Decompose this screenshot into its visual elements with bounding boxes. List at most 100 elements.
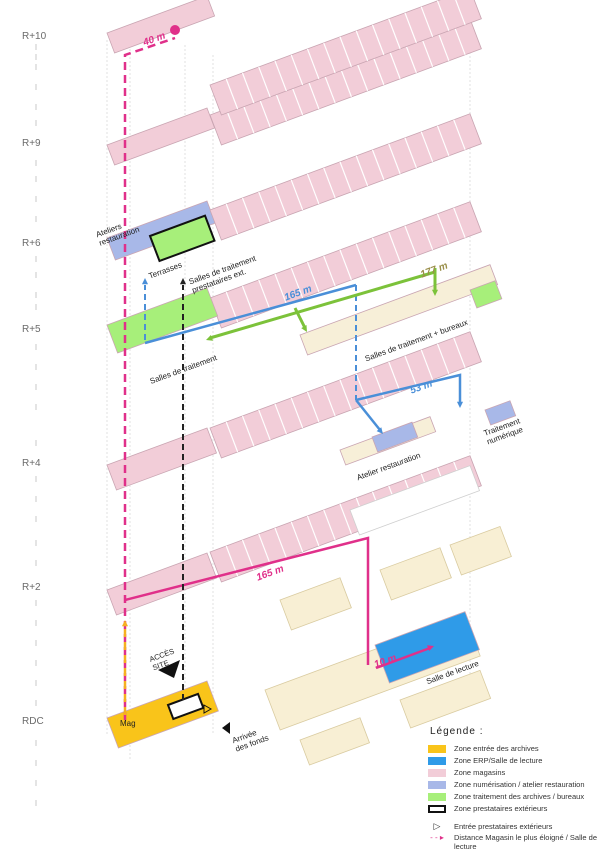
route-blue-53 [355, 373, 462, 402]
bay-divider [274, 403, 287, 435]
bay-divider [388, 231, 401, 263]
legend-label: Zone prestataires extérieurs [454, 804, 548, 813]
legend-label: Zone magasins [454, 768, 506, 777]
legend-title: Légende : [430, 726, 484, 737]
bay-divider [371, 149, 385, 181]
route-black-arrowhead [179, 278, 187, 285]
bay-divider [306, 173, 320, 205]
bay-divider [388, 361, 401, 393]
bay-divider [371, 237, 385, 269]
bay-divider [404, 12, 417, 44]
bay-divider [420, 219, 434, 251]
bay-divider [323, 72, 336, 104]
legend-item: Zone prestataires extérieurs [428, 803, 598, 814]
level-label-rdc: RDC [22, 716, 44, 727]
bay-divider [306, 391, 320, 423]
dashed-arrow-icon: - - ▸ [430, 833, 444, 842]
level-label-r6: R+6 [22, 238, 41, 249]
legend-label: Zone ERP/Salle de lecture [454, 756, 543, 765]
bay-divider [339, 66, 352, 98]
bay-divider [436, 343, 450, 375]
level-label-r5: R+5 [22, 324, 41, 335]
bay-divider [453, 337, 466, 369]
bay-divider [323, 42, 336, 74]
route-blue-53-arrowhead [456, 401, 464, 408]
bay-divider [274, 90, 287, 122]
bay-divider [420, 6, 434, 38]
bay-divider [404, 42, 417, 74]
slab-r4 [106, 427, 218, 491]
bay-divider [404, 225, 417, 257]
slab-r5-west [106, 287, 219, 354]
bay-divider [371, 54, 385, 86]
legend-item: ▷Entrée prestataires extérieurs [428, 821, 598, 832]
bay-divider [225, 78, 239, 110]
legend-item: Zone numérisation / atelier restauration [428, 779, 598, 790]
legend-label: Distance Magasin le plus éloigné / Salle… [454, 833, 598, 851]
bay-divider [339, 36, 352, 68]
legend-item: Zone ERP/Salle de lecture [428, 755, 598, 766]
route-orange-arrowhead [121, 620, 129, 627]
bay-divider [355, 155, 369, 187]
slab-r9-west [106, 107, 216, 166]
bay-divider [258, 533, 271, 565]
floor-slabs [106, 0, 517, 766]
route-green-mid-arrowhead [301, 325, 307, 332]
bay-divider [339, 379, 352, 411]
bay-divider [420, 349, 434, 381]
bay-divider [453, 24, 466, 56]
route-blue-atelier [355, 399, 381, 431]
bay-divider [241, 285, 255, 317]
legend: Légende : Zone entrée des archives Zone … [428, 726, 598, 852]
bay-divider [274, 185, 287, 217]
bay-divider [290, 84, 304, 116]
route-green-main [209, 270, 436, 340]
bay-divider [339, 161, 352, 193]
bay-divider [225, 108, 239, 140]
slab-r9b-east [209, 0, 482, 116]
bay-divider [388, 143, 401, 175]
route-green-right-arrowhead [431, 289, 439, 296]
bay-divider [455, 0, 466, 26]
slab-r5-bureaux [299, 264, 499, 356]
acces-site-arrow-icon [158, 660, 180, 678]
level-label-r2: R+2 [22, 582, 41, 593]
bay-divider [323, 385, 336, 417]
slab-rdc-block2 [379, 547, 452, 601]
legend-swatch [428, 780, 446, 789]
markers [158, 660, 230, 734]
bay-divider [404, 137, 417, 169]
slab-salle-lecture [374, 611, 480, 684]
bay-divider [323, 509, 336, 541]
bay-divider [436, 0, 450, 32]
slab-rdc-block5 [299, 717, 371, 766]
route-blue-r5 [144, 283, 357, 345]
bay-divider [258, 409, 271, 441]
bay-divider [436, 125, 450, 157]
slab-r2-west [106, 552, 218, 616]
legend-item: - - ▸ Distance Magasin le plus éloigné / … [428, 833, 598, 851]
bay-divider [436, 213, 450, 245]
slab-atelier-blue [371, 421, 419, 453]
route-blue-up-arrowhead [141, 278, 149, 285]
bay-divider [355, 60, 369, 92]
route-pink-start-dot [170, 25, 180, 35]
legend-item: Zone magasins [428, 767, 598, 778]
bay-divider [258, 96, 271, 128]
bay-divider [274, 60, 287, 92]
route-blue-atelier-arrowhead [376, 427, 383, 434]
bay-divider [453, 119, 466, 151]
construction-lines [106, 40, 471, 760]
slab-rdc-entree [106, 680, 219, 749]
bay-divider [290, 397, 304, 429]
slab-r6-prest [148, 214, 216, 263]
bay-divider [388, 48, 401, 80]
level-label-r4: R+4 [22, 458, 41, 469]
bay-divider [355, 243, 369, 275]
legend-swatch [428, 768, 446, 777]
legend-swatch [428, 792, 446, 801]
slab-rdc-block4 [399, 669, 492, 729]
legend-swatch [428, 804, 446, 813]
bay-divider [420, 131, 434, 163]
slab-rdc-block1 [279, 577, 352, 631]
